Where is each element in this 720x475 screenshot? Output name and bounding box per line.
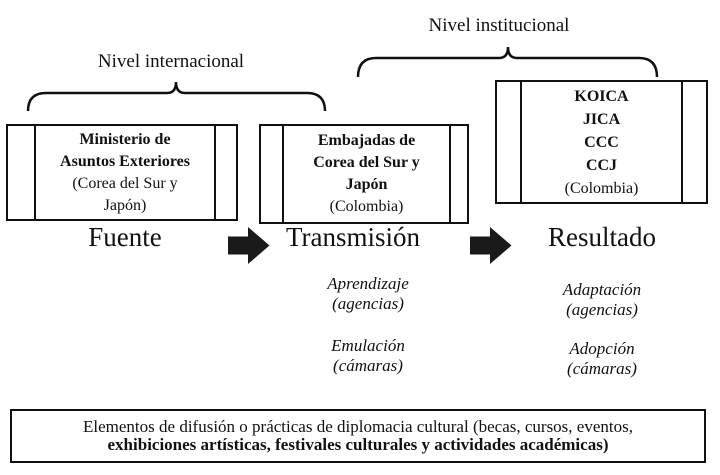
process-scope: (cámaras) bbox=[333, 356, 403, 375]
node-side-cell bbox=[449, 126, 467, 222]
node-side-cell bbox=[497, 82, 522, 202]
node-line: (Corea del Sur y bbox=[72, 174, 178, 192]
node-text: Embajadas de Corea del Sur y Japón (Colo… bbox=[284, 126, 449, 222]
process-term: Emulación bbox=[331, 336, 405, 355]
process-adopcion: Adopción (cámaras) bbox=[567, 339, 637, 379]
flow-arrow-transmission-to-result bbox=[470, 227, 512, 264]
node-line: CCJ bbox=[585, 156, 618, 174]
node-line: Corea del Sur y bbox=[313, 154, 420, 171]
node-line: Japón bbox=[345, 176, 388, 193]
stage-label-result: Resultado bbox=[548, 222, 656, 252]
node-line: Asuntos Exteriores bbox=[60, 152, 190, 170]
stage-label-source: Fuente bbox=[88, 222, 162, 252]
footer-line-2: exhibiciones artísticas, festivales cult… bbox=[107, 435, 609, 454]
institutional-bracket bbox=[356, 46, 659, 78]
node-line: Ministerio de bbox=[79, 130, 171, 148]
level-label-international: Nivel internacional bbox=[97, 51, 245, 72]
node-line: JICA bbox=[582, 110, 621, 128]
node-side-cell bbox=[214, 126, 236, 219]
footer-elements-box: Elementos de difusión o prácticas de dip… bbox=[10, 409, 706, 463]
process-scope: (agencias) bbox=[566, 300, 638, 319]
process-scope: (agencias) bbox=[332, 294, 404, 313]
node-line: (Colombia) bbox=[329, 198, 404, 215]
node-result-agencies: KOICA JICA CCC CCJ (Colombia) bbox=[495, 80, 708, 204]
node-side-cell bbox=[681, 82, 706, 202]
node-line: Japón) bbox=[103, 196, 147, 214]
process-term: Adopción bbox=[569, 339, 635, 358]
process-scope: (cámaras) bbox=[567, 359, 637, 378]
process-term: Aprendizaje bbox=[327, 274, 409, 293]
node-line: KOICA bbox=[574, 87, 629, 105]
node-line: (Colombia) bbox=[564, 179, 639, 197]
flow-arrow-source-to-transmission bbox=[228, 227, 270, 264]
process-term: Adaptación bbox=[562, 280, 642, 299]
node-line: CCC bbox=[584, 133, 619, 151]
international-bracket bbox=[26, 81, 327, 112]
node-transmission-embassies: Embajadas de Corea del Sur y Japón (Colo… bbox=[259, 124, 469, 224]
node-text: KOICA JICA CCC CCJ (Colombia) bbox=[522, 82, 681, 202]
process-aprendizaje: Aprendizaje (agencias) bbox=[327, 274, 409, 314]
footer-line-1: Elementos de difusión o prácticas de dip… bbox=[83, 417, 633, 436]
node-source-ministry: Ministerio de Asuntos Exteriores (Corea … bbox=[6, 124, 238, 221]
node-side-cell bbox=[8, 126, 36, 219]
process-emulacion: Emulación (cámaras) bbox=[331, 336, 405, 376]
process-adaptacion: Adaptación (agencias) bbox=[563, 280, 641, 320]
node-text: Ministerio de Asuntos Exteriores (Corea … bbox=[36, 126, 214, 219]
stage-label-transmission: Transmisión bbox=[285, 222, 421, 252]
node-line: Embajadas de bbox=[317, 132, 416, 149]
node-side-cell bbox=[261, 126, 284, 222]
level-label-institutional: Nivel institucional bbox=[428, 15, 570, 36]
